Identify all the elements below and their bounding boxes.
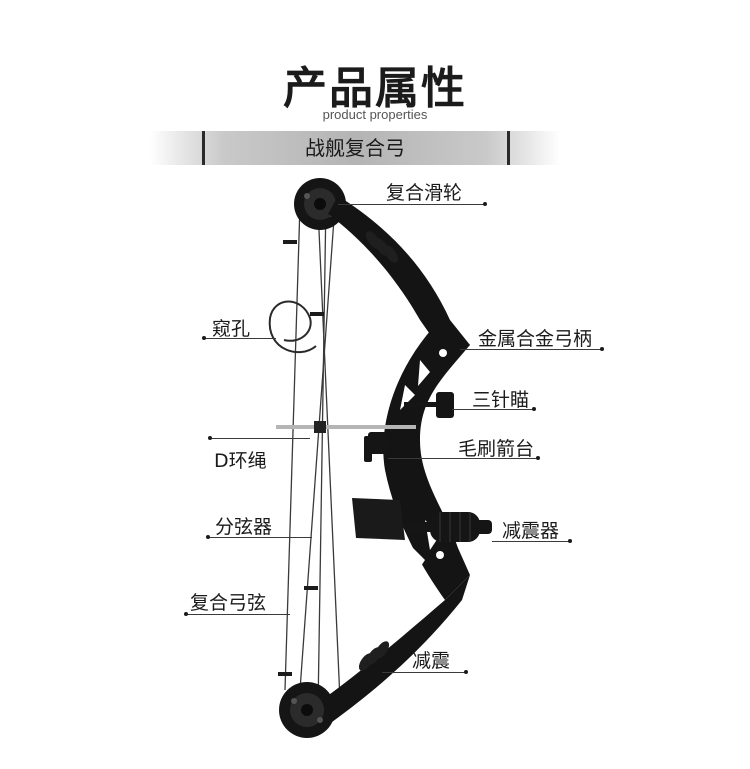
string-clips	[278, 240, 324, 676]
page-title: 产品属性	[283, 63, 467, 114]
callout-three-pin-sight-leader	[452, 409, 534, 410]
callout-string-splitter-dot	[206, 535, 210, 539]
callout-d-loop-dot	[208, 436, 212, 440]
callout-brush-rest-dot	[536, 456, 540, 460]
callout-compound-cam: 复合滑轮	[386, 182, 463, 204]
callout-compound-cam-leader	[338, 204, 486, 205]
riser-grip	[352, 498, 405, 540]
callout-riser-leader	[460, 349, 602, 350]
callout-compound-string-dot	[184, 612, 188, 616]
callout-limb-damper: 减震	[412, 650, 451, 672]
brush-rest	[364, 432, 388, 462]
callout-string-splitter: 分弦器	[215, 516, 273, 538]
peep-sight-loop	[268, 300, 317, 354]
callout-compound-string: 复合弓弦	[190, 592, 267, 614]
bottom-cam	[279, 682, 335, 738]
upper-limb	[328, 196, 470, 360]
callout-limb-damper-dot	[464, 670, 468, 674]
banner-left-edge	[202, 131, 205, 165]
callout-stabilizer-leader	[492, 541, 570, 542]
callout-stabilizer: 减震器	[502, 520, 560, 542]
callout-brush-rest-leader	[388, 458, 538, 459]
callout-peep-sight-leader	[204, 338, 276, 339]
callout-compound-cam-dot	[483, 202, 487, 206]
callout-brush-rest: 毛刷箭台	[458, 438, 535, 460]
callout-three-pin-sight-dot	[532, 407, 536, 411]
stabilizer-rings	[439, 512, 471, 542]
callout-riser: 金属合金弓柄	[478, 328, 593, 350]
three-pin-sight	[404, 392, 454, 418]
stabilizer	[405, 512, 492, 542]
callout-d-loop: D环绳	[214, 450, 267, 472]
callout-peep-sight: 窥孔	[212, 318, 251, 340]
page-subtitle: product properties	[322, 107, 428, 122]
arrow	[276, 421, 416, 433]
callout-string-splitter-leader	[208, 537, 312, 538]
bow-strings	[284, 199, 341, 711]
callout-peep-sight-dot	[202, 336, 206, 340]
callout-stabilizer-dot	[568, 539, 572, 543]
product-name-banner: 战舰复合弓	[150, 131, 560, 165]
callout-limb-damper-leader	[382, 672, 466, 673]
upper-limb-dampers	[365, 231, 399, 263]
callout-riser-dot	[600, 347, 604, 351]
lower-limb-dampers	[358, 641, 390, 671]
product-name: 战舰复合弓	[305, 136, 405, 160]
lower-limb	[322, 575, 470, 722]
callout-d-loop-leader	[210, 438, 310, 439]
callout-compound-string-leader	[186, 614, 290, 615]
callout-three-pin-sight: 三针瞄	[472, 389, 530, 411]
banner-right-edge	[507, 131, 510, 165]
riser	[383, 320, 470, 600]
